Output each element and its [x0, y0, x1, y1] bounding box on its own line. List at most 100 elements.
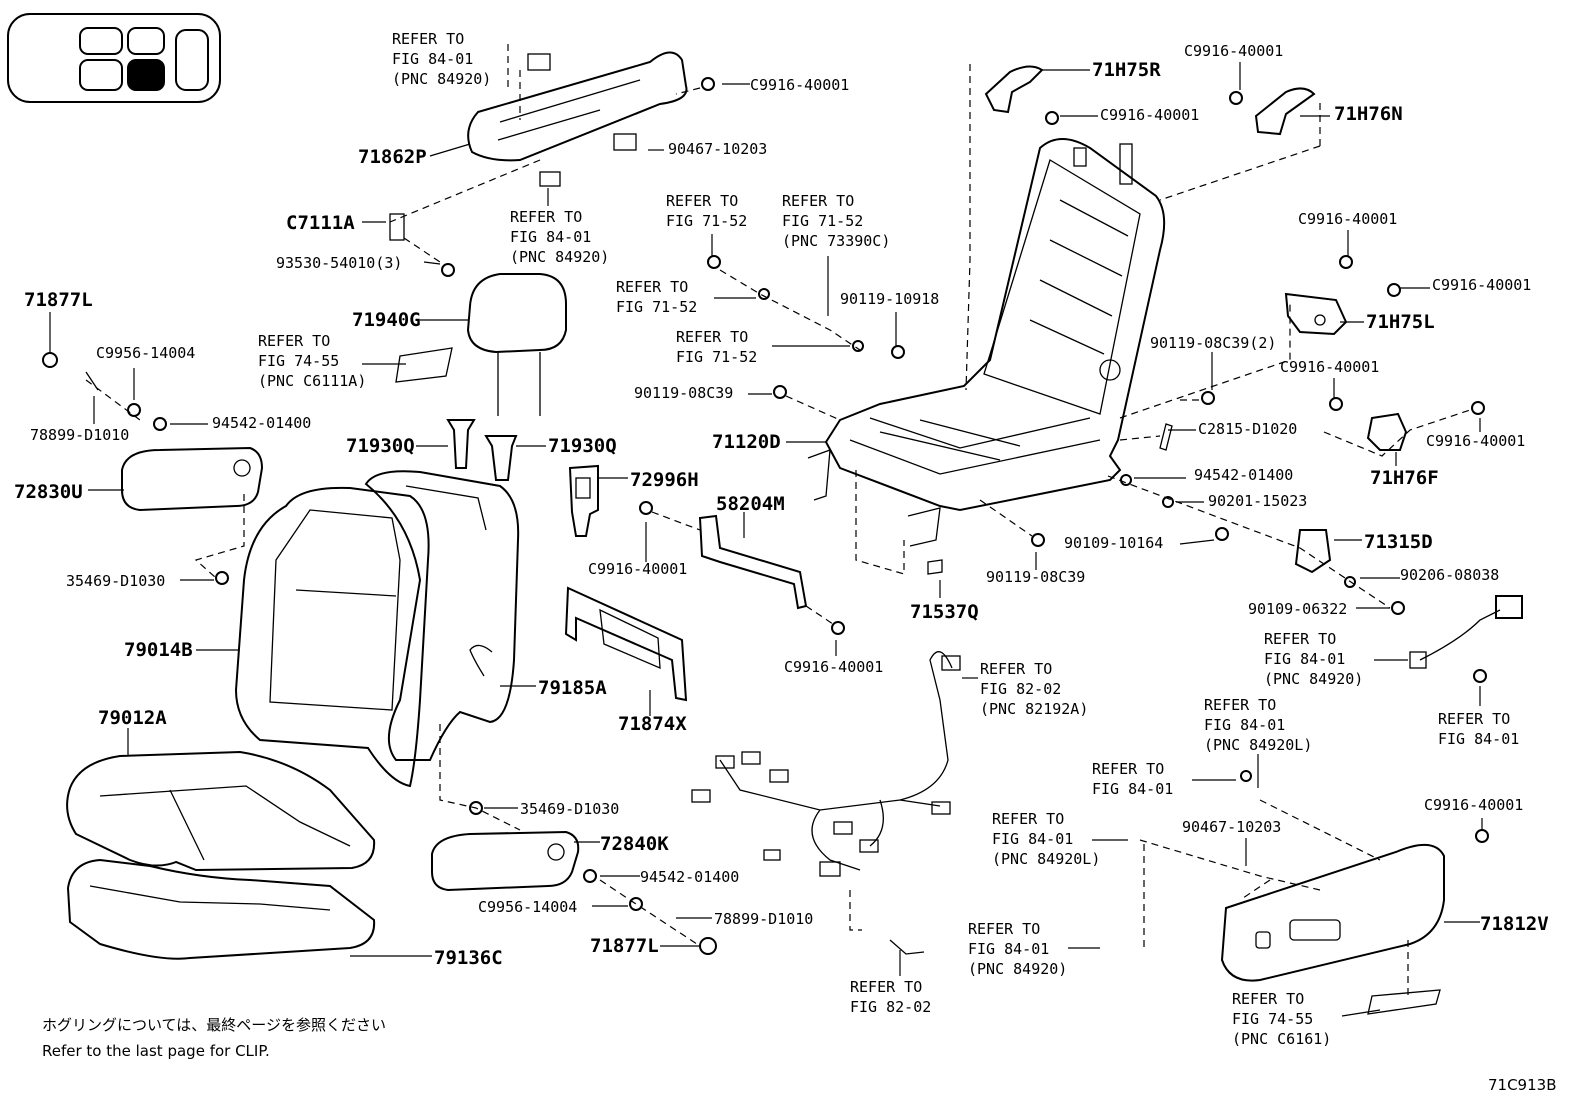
part-label-l33: 90119-08C39 — [634, 384, 733, 402]
part-label-line: (PNC C6111A) — [258, 372, 366, 390]
leader-lines — [49, 62, 1483, 1017]
part-label-line: 93530-54010(3) — [276, 254, 402, 272]
part-label-l41: 90119-08C39 — [986, 568, 1085, 586]
part-label-l36: 58204M — [716, 493, 785, 515]
footer-note-ja: ホグリングについては、最終ページを参照ください — [42, 1016, 386, 1034]
part-label-l11: 94542-01400 — [212, 414, 311, 432]
part-label-line: 71H75R — [1092, 59, 1161, 81]
part-label-l15: 71930Q — [548, 435, 617, 457]
part-label-line: 71120D — [712, 431, 781, 453]
assembly-dashed-lines — [85, 44, 1471, 1000]
part-label-l37: C9916-40001 — [588, 560, 687, 578]
shield-71862p-drawing — [389, 51, 688, 241]
part-label-line: FIG 84-01 — [1438, 730, 1519, 748]
part-label-line: REFER TO — [510, 208, 582, 226]
part-label-l63: REFER TO FIG 84-01 — [1438, 710, 1519, 748]
part-label-l68: C9916-40001 — [1424, 796, 1523, 814]
part-label-line: 71874X — [618, 713, 687, 735]
part-label-line: 35469-D1030 — [66, 572, 165, 590]
part-label-line: 94542-01400 — [212, 414, 311, 432]
part-label-line: FIG 82-02 — [850, 998, 931, 1016]
part-label-line: FIG 84-01 — [510, 228, 591, 246]
part-label-l14: 71930Q — [346, 435, 415, 457]
part-label-line: C9916-40001 — [1184, 42, 1283, 60]
part-label-line: 72840K — [600, 833, 669, 855]
part-label-line: FIG 84-01 — [992, 830, 1073, 848]
part-label-line: C9916-40001 — [1100, 106, 1199, 124]
part-label-line: 79136C — [434, 947, 503, 969]
part-label-line: 71537Q — [910, 601, 979, 623]
bracket-71h76n-drawing — [1254, 87, 1316, 136]
part-label-line: REFER TO — [1438, 710, 1510, 728]
part-label-l67: 90467-10203 — [1182, 818, 1281, 836]
part-label-line: FIG 71-52 — [782, 212, 863, 230]
part-label-l20: 79185A — [538, 677, 607, 699]
bracket-71h75l-drawing — [1284, 292, 1348, 336]
part-label-l2: C9916-40001 — [750, 76, 849, 94]
part-label-line: REFER TO — [782, 192, 854, 210]
part-label-line: REFER TO — [666, 192, 738, 210]
part-label-line: 90119-08C39 — [634, 384, 733, 402]
part-label-line: 90206-08038 — [1400, 566, 1499, 584]
part-label-line: 71877L — [590, 935, 659, 957]
part-label-l47: 71H76N — [1334, 103, 1403, 125]
part-label-line: 79185A — [538, 677, 607, 699]
part-label-line: (PNC 84920L) — [1204, 736, 1312, 754]
part-label-line: 71812V — [1480, 913, 1549, 935]
part-label-l9: C9956-14004 — [96, 344, 195, 362]
part-label-line: 90119-10918 — [840, 290, 939, 308]
part-label-line: REFER TO — [676, 328, 748, 346]
part-label-line: 94542-01400 — [1194, 466, 1293, 484]
plate-71315d-drawing — [1294, 529, 1332, 574]
shield-71812v-drawing — [1220, 844, 1445, 1015]
part-label-l18: 79014B — [124, 639, 193, 661]
part-label-l58: 90109-10164 — [1064, 534, 1163, 552]
part-label-l10: 78899-D1010 — [30, 426, 129, 444]
part-label-line: 71H75L — [1366, 311, 1435, 333]
part-label-line: REFER TO — [616, 278, 688, 296]
part-label-line: 90467-10203 — [668, 140, 767, 158]
part-label-l5: C7111A — [286, 212, 355, 234]
part-label-line: REFER TO — [980, 660, 1052, 678]
part-label-line: C9916-40001 — [1280, 358, 1379, 376]
part-label-line: C9916-40001 — [1298, 210, 1397, 228]
part-label-line: 90119-08C39 — [986, 568, 1085, 586]
part-label-l22: 35469-D1030 — [520, 800, 619, 818]
part-label-l24: 94542-01400 — [640, 868, 739, 886]
strap-c2815-d1020-drawing — [1159, 423, 1173, 451]
part-label-line: (PNC 84920) — [968, 960, 1067, 978]
wire-harness-drawing — [691, 651, 961, 955]
part-label-line: 71930Q — [346, 435, 415, 457]
part-label-line: C9916-40001 — [750, 76, 849, 94]
part-label-line: REFER TO — [992, 810, 1064, 828]
part-label-line: C7111A — [286, 212, 355, 234]
seat-cushion-cover-79012a-drawing — [66, 750, 376, 872]
part-label-line: 90119-08C39(2) — [1150, 334, 1276, 352]
part-label-l17: 35469-D1030 — [66, 572, 165, 590]
seat-frame-71120d-drawing — [807, 138, 1166, 547]
armrest-72840k-drawing — [431, 830, 580, 892]
trim-71874x-drawing — [564, 586, 688, 702]
part-label-l61: 90109-06322 — [1248, 600, 1347, 618]
part-label-line: 71H76N — [1334, 103, 1403, 125]
part-label-line: 90201-15023 — [1208, 492, 1307, 510]
part-label-line: (PNC 84920) — [1264, 670, 1363, 688]
bracket-58204m-drawing — [698, 514, 808, 610]
part-label-line: FIG 84-01 — [1092, 780, 1173, 798]
part-label-l7: 93530-54010(3) — [276, 254, 402, 272]
part-label-line: C9916-40001 — [784, 658, 883, 676]
part-label-line: FIG 84-01 — [392, 50, 473, 68]
part-label-line: 79012A — [98, 707, 167, 729]
part-label-line: 90109-10164 — [1064, 534, 1163, 552]
part-label-line: C9916-40001 — [1432, 276, 1531, 294]
part-label-line: REFER TO — [850, 978, 922, 996]
part-label-line: 71940G — [352, 309, 421, 331]
part-label-line: FIG 84-01 — [1264, 650, 1345, 668]
